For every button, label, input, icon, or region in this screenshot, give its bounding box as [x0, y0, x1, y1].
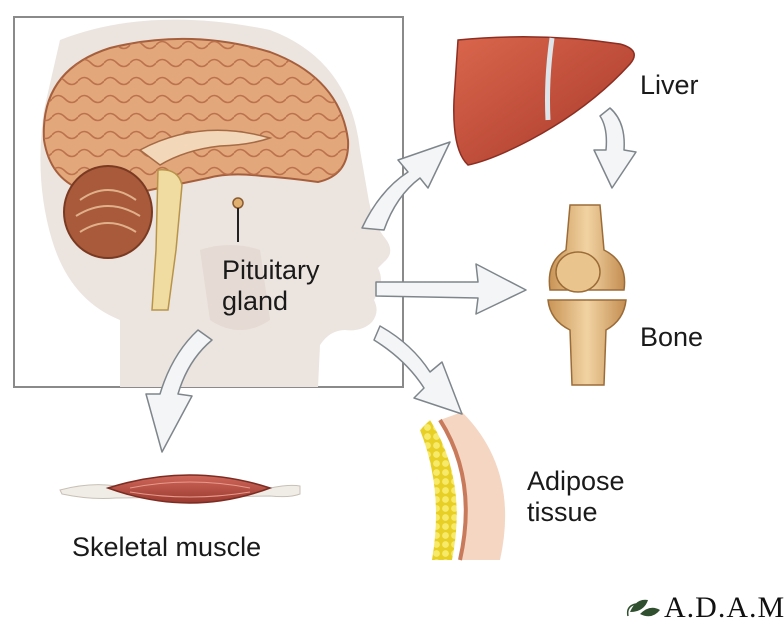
- adipose-illustration: [420, 412, 506, 561]
- arrow-to-muscle: [145, 329, 213, 453]
- pituitary-label-line2: gland: [222, 286, 289, 316]
- bone-label: Bone: [640, 322, 704, 352]
- arrow-to-liver: [361, 141, 451, 231]
- pituitary-gland-label: Pituitary gland: [222, 255, 320, 317]
- muscle-illustration: [59, 474, 301, 504]
- pituitary-label-line1: Pituitary: [222, 255, 320, 285]
- hormone-arrows: [145, 107, 637, 453]
- arrow-to-adipose: [373, 325, 463, 415]
- arrow-to-bone: [375, 263, 527, 315]
- skeletal-muscle-label: Skeletal muscle: [72, 532, 262, 562]
- adam-logo-text: A.D.A.M.: [664, 591, 784, 624]
- adipose-tissue-label: Adipose tissue: [527, 466, 625, 528]
- adipose-label-line1: Adipose: [527, 466, 625, 496]
- liver-illustration: [453, 36, 635, 166]
- brain-illustration: [42, 37, 350, 311]
- leaf-logo-icon: [626, 599, 660, 617]
- liver-label: Liver: [640, 70, 699, 100]
- arrow-liver-to-bone: [593, 107, 637, 189]
- adam-logo: A.D.A.M.: [624, 590, 784, 626]
- adipose-label-line2: tissue: [527, 497, 598, 527]
- bone-illustration: [547, 204, 627, 386]
